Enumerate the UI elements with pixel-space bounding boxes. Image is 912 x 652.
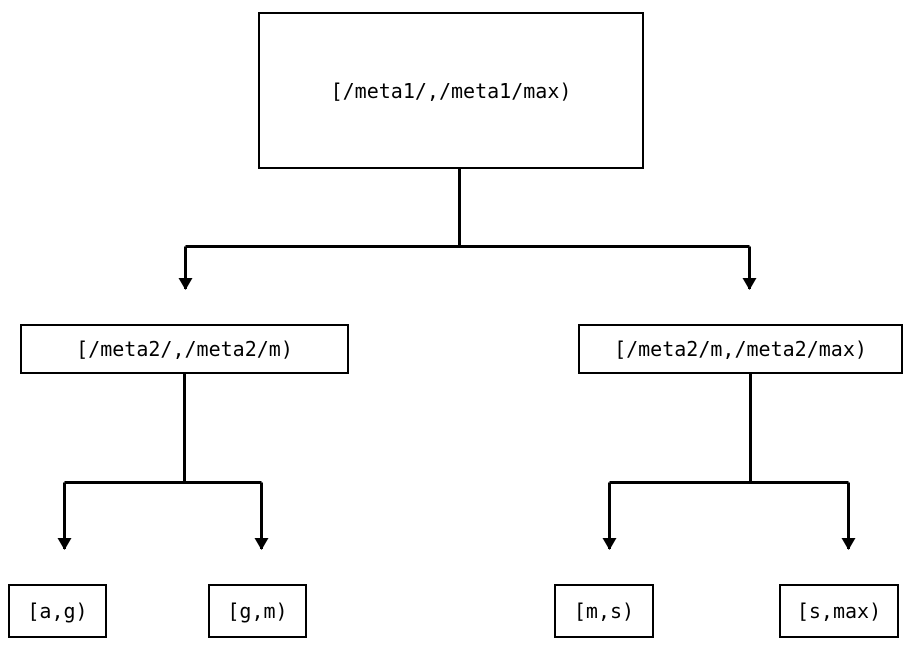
tree-node-mid-left[interactable]: [/meta2/,/meta2/m) [20,324,349,374]
tree-node-mid-left-label: [/meta2/,/meta2/m) [76,337,293,361]
tree-node-leaf-ag[interactable]: [a,g) [8,584,107,638]
edge-midright-to-leaves [602,374,856,550]
edge-root-to-mid [178,169,757,290]
tree-node-mid-right[interactable]: [/meta2/m,/meta2/max) [578,324,903,374]
tree-node-leaf-smax[interactable]: [s,max) [779,584,899,638]
tree-node-leaf-ms[interactable]: [m,s) [554,584,654,638]
tree-node-leaf-ms-label: [m,s) [573,599,635,623]
tree-node-leaf-ag-label: [a,g) [27,599,88,623]
edge-midleft-to-leaves [57,374,269,550]
tree-node-leaf-gm[interactable]: [g,m) [208,584,307,638]
tree-node-leaf-smax-label: [s,max) [796,599,882,623]
tree-node-leaf-gm-label: [g,m) [227,599,288,623]
tree-node-root[interactable]: [/meta1/,/meta1/max) [258,12,644,169]
tree-node-mid-right-label: [/meta2/m,/meta2/max) [614,337,867,361]
tree-node-root-label: [/meta1/,/meta1/max) [330,78,572,103]
